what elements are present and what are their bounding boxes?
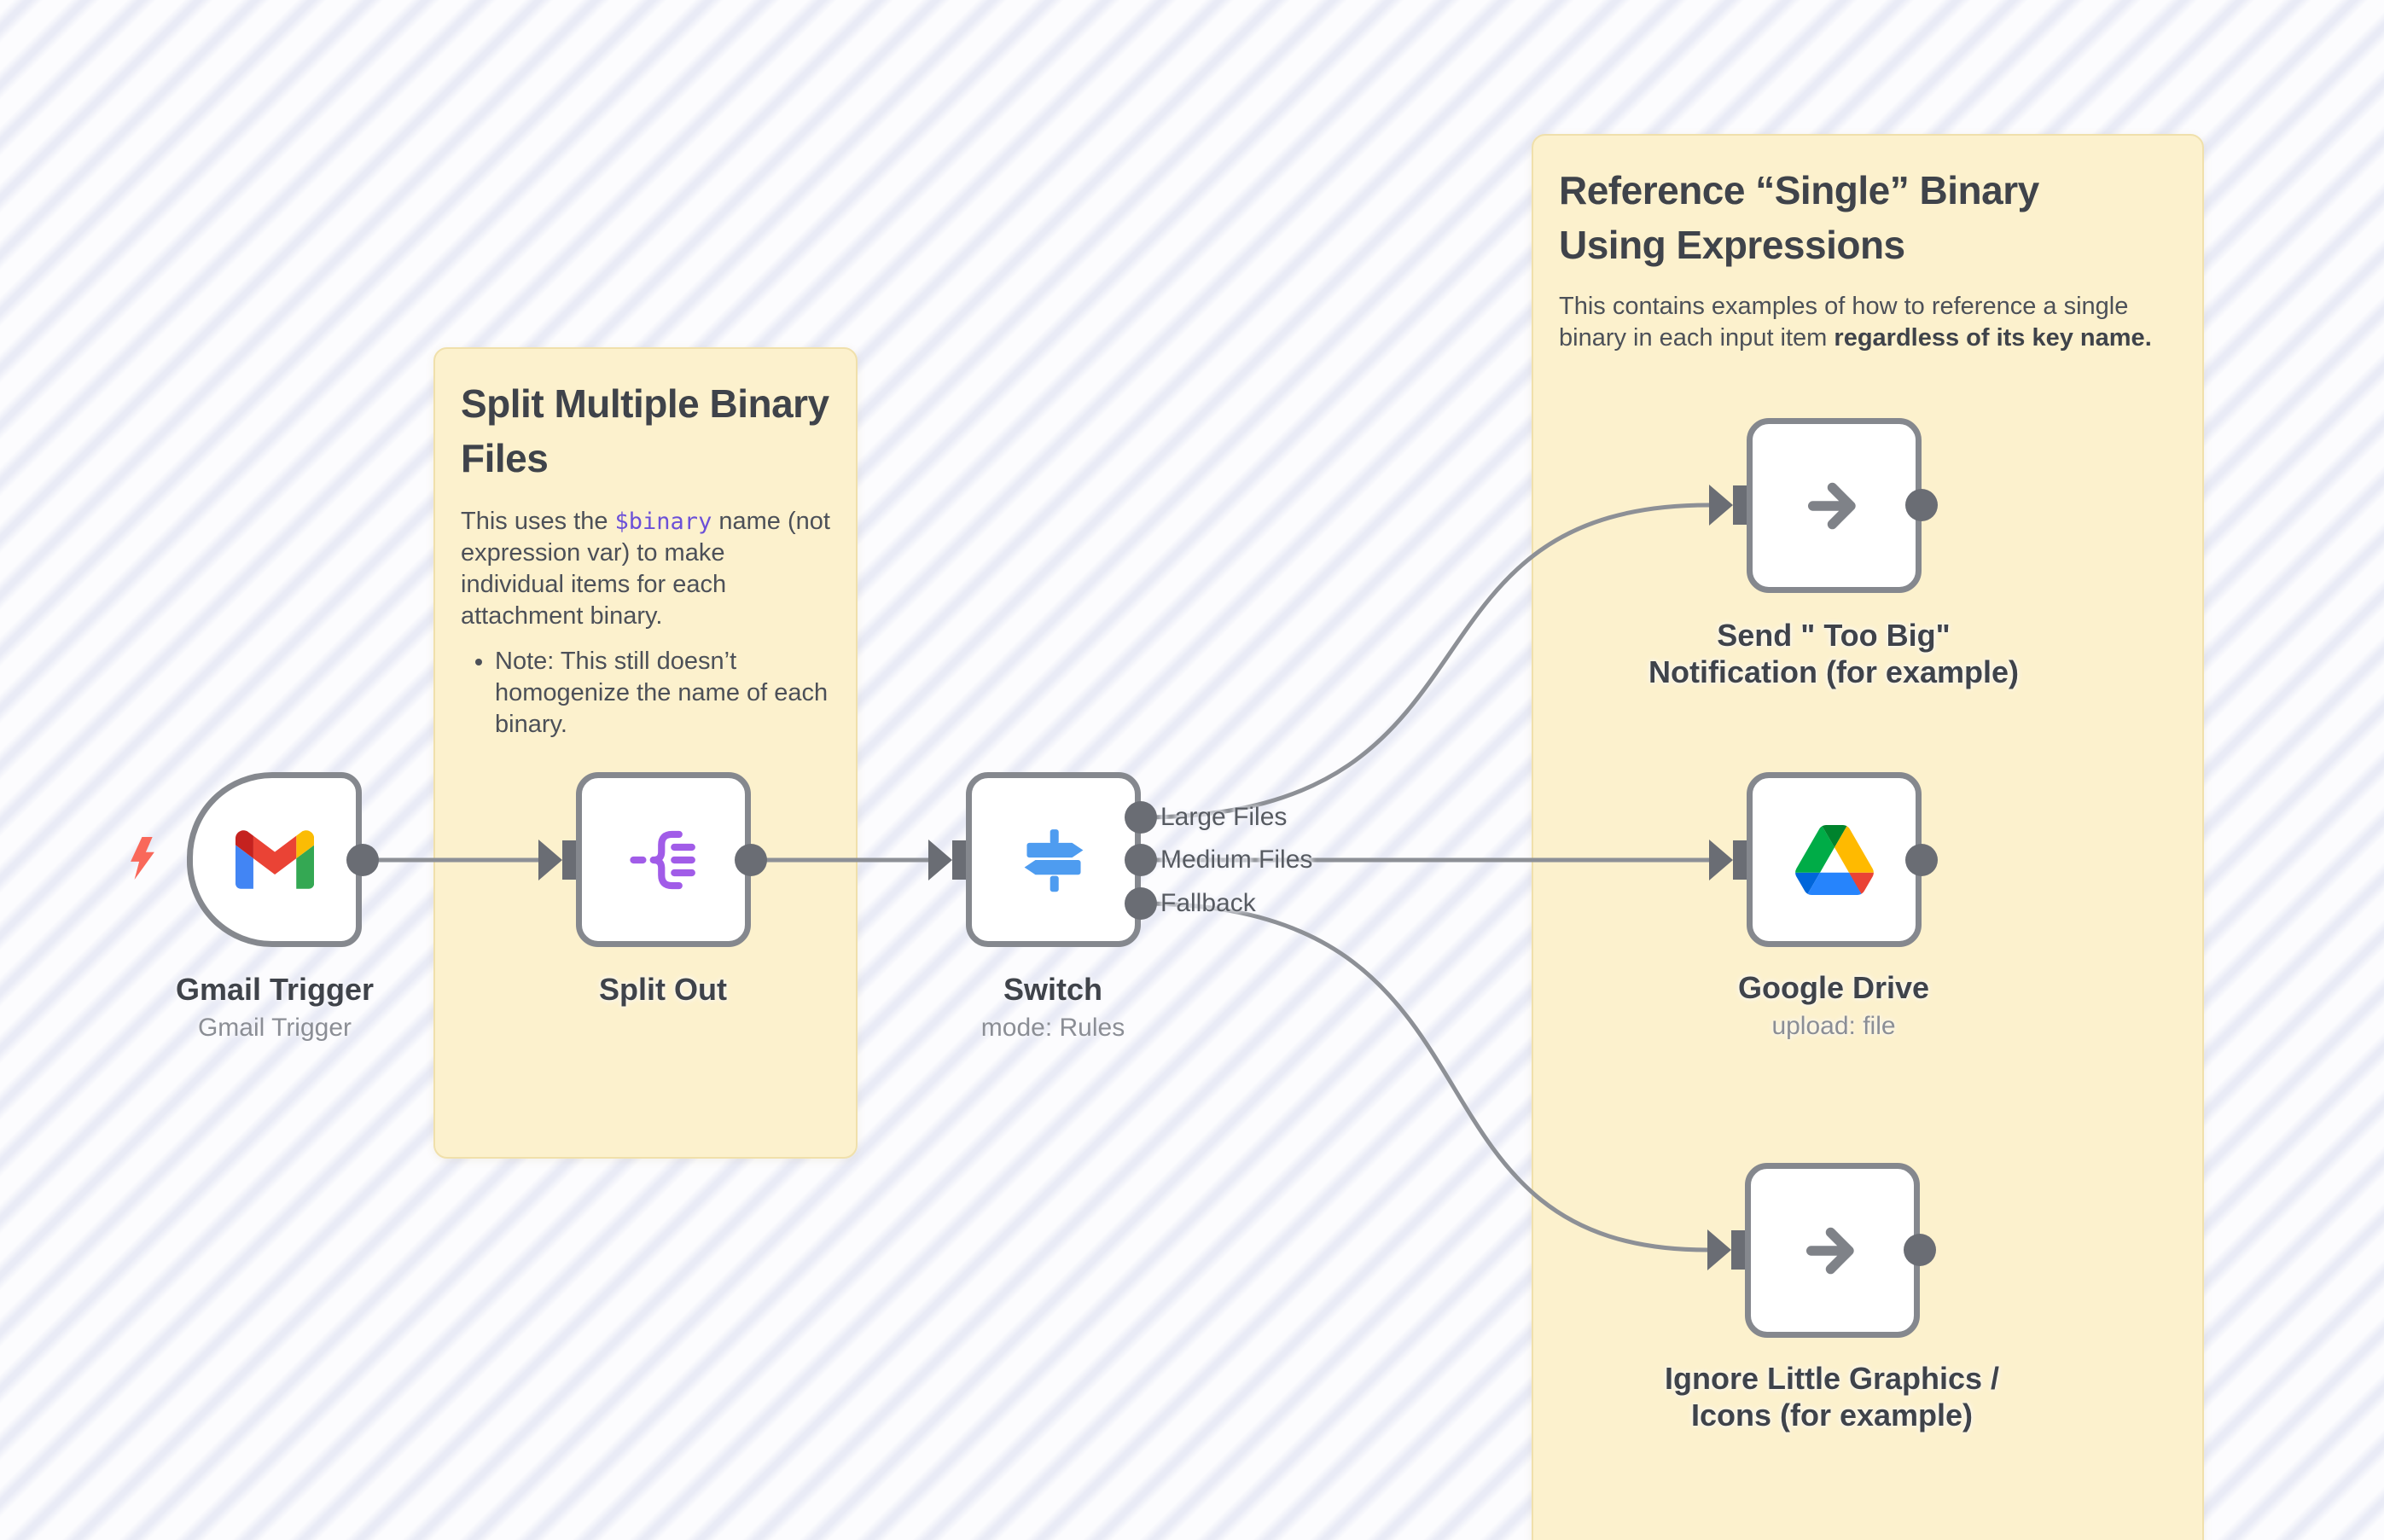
node-subtitle: mode: Rules (980, 1014, 1125, 1042)
switch-output-label-medium-files: Medium Files (1160, 846, 1313, 874)
input-port-switch[interactable] (928, 840, 966, 880)
sticky-bullet-item: Note: This still doesn’t homogenize the … (495, 646, 830, 741)
sticky-body-bold-text: regardless of its key name. (1834, 324, 2152, 352)
sticky-title-line: Split Multiple Binary (461, 381, 829, 426)
node-switch[interactable] (966, 772, 1141, 947)
sticky-body-text: name (not expression var) to make indivi… (461, 508, 830, 630)
node-gmail-trigger[interactable] (187, 772, 362, 947)
arrow-right-icon (1800, 1218, 1865, 1283)
node-label-ignore-little-graphics: Ignore Little Graphics / Icons (for exam… (1593, 1360, 2071, 1433)
sticky-body: This uses the $binary name (not expressi… (461, 506, 830, 632)
node-label-google-drive: Google Drive upload: file (1595, 969, 2073, 1042)
sticky-body-text: This uses the (461, 508, 615, 535)
node-label-gmail-trigger: Gmail Trigger Gmail Trigger (36, 971, 514, 1043)
switch-icon (1017, 823, 1090, 897)
node-title: Gmail Trigger (175, 972, 375, 1007)
split-out-icon (629, 825, 699, 895)
node-subtitle: Gmail Trigger (197, 1014, 352, 1042)
google-drive-icon (1794, 824, 1874, 895)
node-ignore-little-graphics[interactable] (1745, 1163, 1920, 1338)
node-title: Notification (for example) (1648, 654, 2020, 689)
sticky-title-line: Using Expressions (1559, 223, 1905, 267)
node-label-send-too-big: Send " Too Big" Notification (for exampl… (1595, 617, 2073, 690)
sticky-note-split-multiple-binary[interactable]: Split Multiple Binary Files This uses th… (433, 347, 858, 1159)
sticky-title: Split Multiple Binary Files (461, 376, 830, 485)
gmail-icon (235, 829, 314, 890)
node-title: Google Drive (1737, 970, 1930, 1005)
sticky-body-text: This contains examples of how to referen… (1559, 293, 2129, 352)
switch-output-label-large-files: Large Files (1160, 803, 1288, 831)
sticky-body: This contains examples of how to referen… (1559, 291, 2177, 354)
node-title: Send " Too Big" (1717, 618, 1951, 653)
node-title: Ignore Little Graphics / (1664, 1361, 2000, 1396)
node-label-switch: Switch mode: Rules (814, 971, 1292, 1043)
node-label-split-out: Split Out (424, 971, 902, 1008)
sticky-title-line: Files (461, 436, 549, 480)
sticky-title: Reference “Single” Binary Using Expressi… (1559, 163, 2177, 272)
arrow-right-icon (1802, 474, 1867, 538)
node-subtitle: upload: file (1771, 1012, 1896, 1040)
sticky-bullet-list: Note: This still doesn’t homogenize the … (461, 646, 830, 741)
sticky-code-binary: $binary (614, 508, 712, 535)
node-title: Switch (1003, 972, 1102, 1007)
node-title: Split Out (599, 972, 727, 1007)
switch-output-label-fallback: Fallback (1160, 889, 1256, 917)
sticky-title-line: Reference “Single” Binary (1559, 168, 2039, 212)
node-title: Icons (for example) (1690, 1398, 1974, 1432)
node-send-too-big-notification[interactable] (1747, 418, 1922, 593)
node-google-drive[interactable] (1747, 772, 1922, 947)
trigger-bolt-icon (131, 837, 154, 880)
node-split-out[interactable] (576, 772, 751, 947)
